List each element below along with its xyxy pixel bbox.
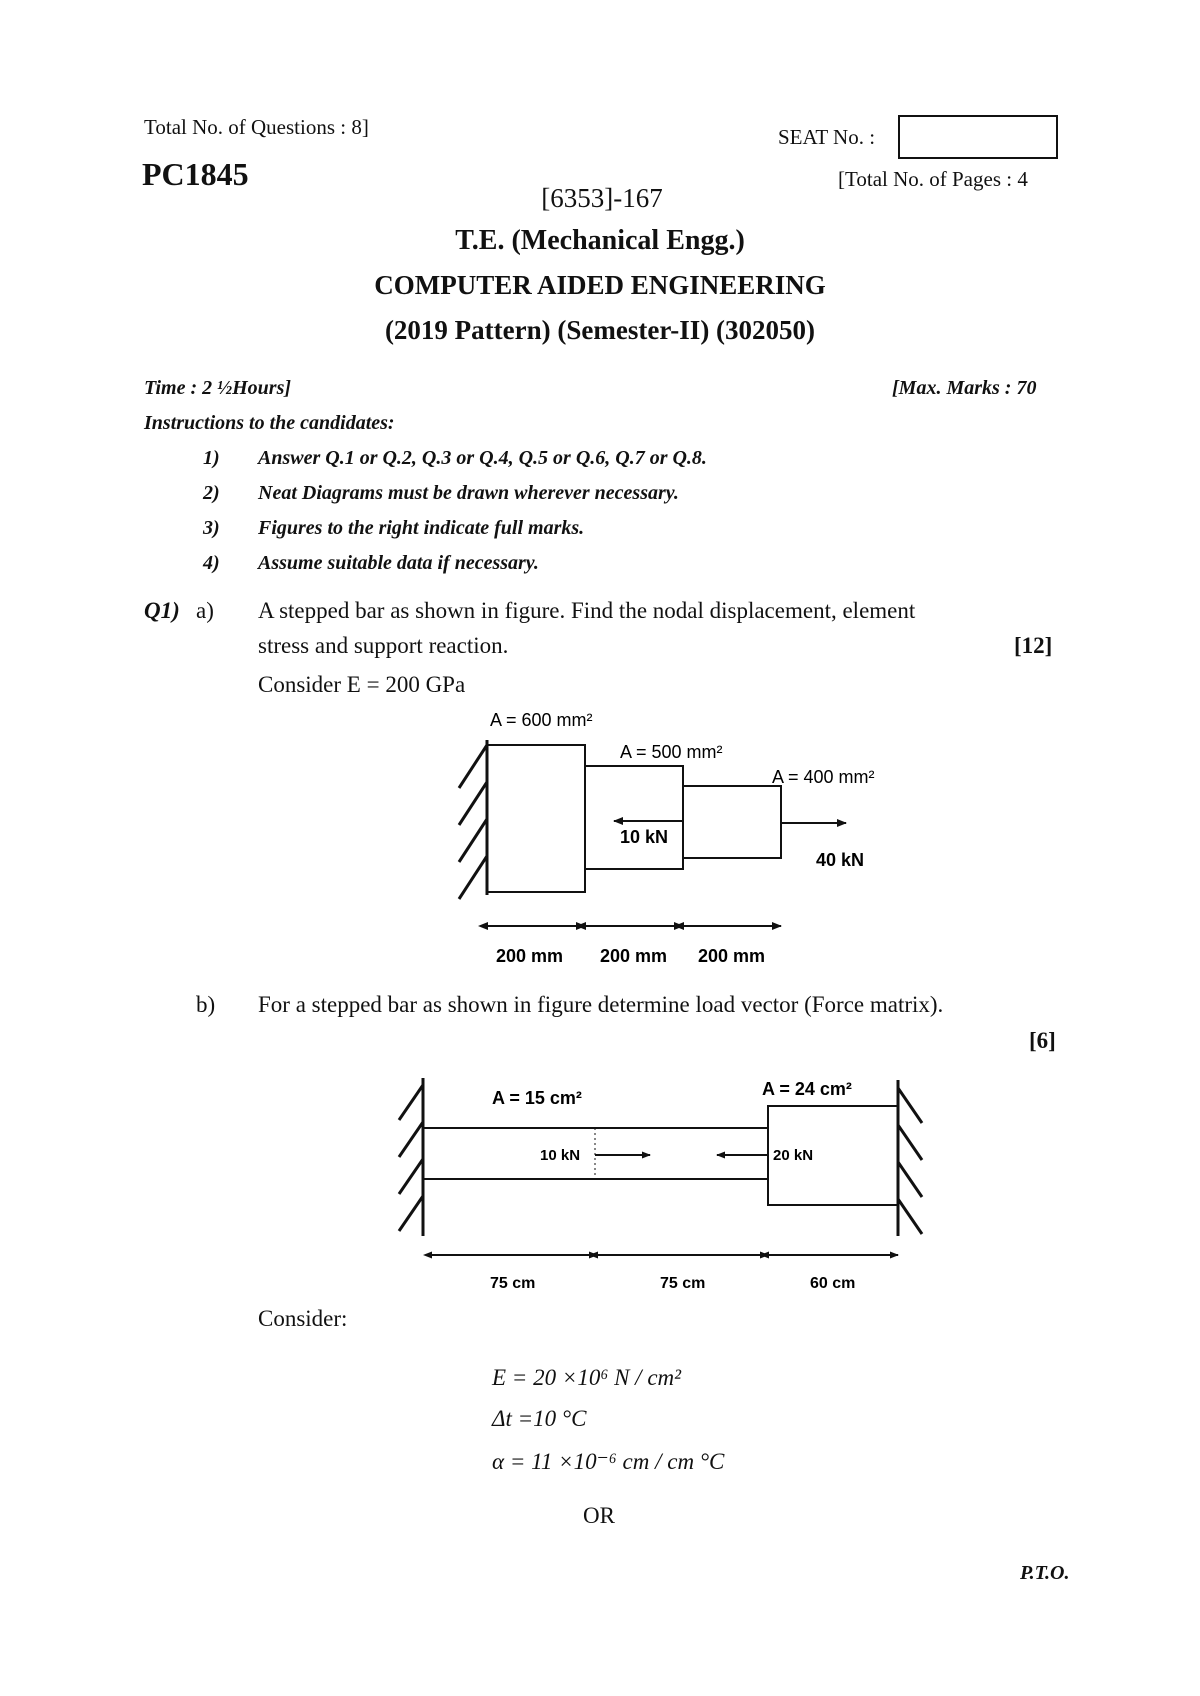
- instruction-number: 4): [203, 552, 220, 574]
- instruction-number: 1): [203, 447, 220, 469]
- area-label: A = 500 mm²: [620, 742, 723, 762]
- q1a-consider: Consider E = 200 GPa: [258, 672, 466, 697]
- equation-expansion-coefficient: α = 11 ×10⁻⁶ cm / cm °C: [492, 1449, 725, 1474]
- equation-temperature-change: Δt =10 °C: [492, 1406, 587, 1431]
- load-label: 20 kN: [773, 1147, 813, 1164]
- instructions-heading: Instructions to the candidates:: [144, 412, 395, 434]
- instruction-text: Neat Diagrams must be drawn wherever nec…: [258, 482, 679, 504]
- subquestion-b-label: b): [196, 992, 216, 1017]
- exam-code: [6353]-167: [541, 183, 663, 213]
- question-label: Q1): [144, 598, 180, 623]
- q1a-text-line1: A stepped bar as shown in figure. Find t…: [258, 598, 916, 623]
- instruction-number: 3): [203, 517, 220, 539]
- q1a-text-line2: stress and support reaction.: [258, 633, 509, 658]
- area-label: A = 15 cm²: [492, 1088, 582, 1108]
- stepped-bar-figure-2: A = 15 cm² A = 24 cm² 10 kN 20 kN 75 cm …: [397, 1078, 924, 1292]
- total-pages: [Total No. of Pages : 4: [838, 167, 1028, 191]
- instruction-text: Answer Q.1 or Q.2, Q.3 or Q.4, Q.5 or Q.…: [258, 447, 707, 469]
- length-label: 60 cm: [810, 1275, 855, 1292]
- seat-label: SEAT No. :: [778, 125, 876, 149]
- length-label: 200 mm: [496, 946, 563, 966]
- total-questions: Total No. of Questions : 8]: [144, 115, 369, 139]
- length-label: 75 cm: [660, 1275, 705, 1292]
- load-label: 10 kN: [620, 827, 668, 847]
- paper-code: PC1845: [142, 156, 249, 192]
- max-marks: [Max. Marks : 70: [892, 377, 1037, 399]
- time-allowed: Time : 2 ½Hours]: [144, 377, 292, 399]
- bar-segment-3: [682, 785, 782, 859]
- stepped-bar-figure-1: A = 600 mm² A = 500 mm² A = 400 mm² 10 k…: [457, 710, 875, 966]
- area-label: A = 600 mm²: [490, 710, 593, 730]
- pattern-line: (2019 Pattern) (Semester-II) (302050): [384, 315, 816, 345]
- load-label: 40 kN: [816, 850, 864, 870]
- instruction-text: Assume suitable data if necessary.: [258, 552, 539, 574]
- subquestion-a-label: a): [196, 598, 214, 623]
- fixed-support-wall: [457, 740, 489, 900]
- equation-elastic-modulus: E = 20 ×10⁶ N / cm²: [492, 1365, 682, 1390]
- instruction-text: Figures to the right indicate full marks…: [258, 517, 585, 539]
- length-label: 200 mm: [600, 946, 667, 966]
- q1a-marks: [12]: [1014, 633, 1053, 658]
- or-separator: OR: [583, 1503, 615, 1528]
- q1b-consider: Consider:: [258, 1306, 348, 1331]
- instruction-number: 2): [203, 482, 220, 504]
- left-fixed-support: [397, 1078, 425, 1236]
- please-turn-over: P.T.O.: [1020, 1562, 1070, 1584]
- bar-segment-1: [486, 744, 586, 893]
- seat-number-box[interactable]: [898, 115, 1058, 159]
- q1b-text: For a stepped bar as shown in figure det…: [258, 992, 944, 1017]
- load-label: 10 kN: [540, 1147, 580, 1164]
- bar-segment-2: [584, 765, 684, 870]
- length-label: 200 mm: [698, 946, 765, 966]
- length-label: 75 cm: [490, 1275, 535, 1292]
- q1b-marks: [6]: [1029, 1028, 1056, 1053]
- area-label: A = 24 cm²: [762, 1079, 852, 1099]
- area-label: A = 400 mm²: [772, 767, 875, 787]
- course-title: T.E. (Mechanical Engg.): [455, 225, 745, 256]
- subject-title: COMPUTER AIDED ENGINEERING: [374, 270, 826, 300]
- right-fixed-support: [896, 1080, 924, 1236]
